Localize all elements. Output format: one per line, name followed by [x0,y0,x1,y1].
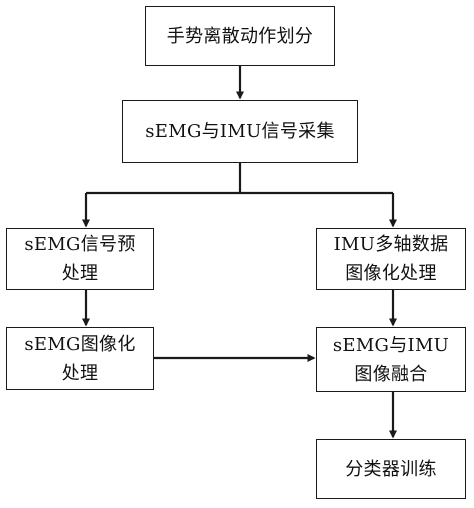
node-fusion: sEMG与IMU 图像融合 [316,327,466,392]
node-acquisition-label: sEMG与IMU信号采集 [145,121,335,142]
node-acquisition: sEMG与IMU信号采集 [122,100,358,163]
node-fusion-label: sEMG与IMU 图像融合 [332,334,450,385]
node-gesture-division: 手势离散动作划分 [145,6,335,66]
node-semg-image-label: sEMG图像化 处理 [24,333,136,384]
node-training-label: 分类器训练 [345,458,437,480]
node-training: 分类器训练 [316,439,466,499]
node-imu-image: IMU多轴数据 图像化处理 [316,228,466,290]
node-gesture-division-label: 手势离散动作划分 [166,25,314,47]
node-semg-preprocess: sEMG信号预 处理 [6,228,154,290]
node-semg-preprocess-label: sEMG信号预 处理 [24,234,136,284]
node-imu-image-label: IMU多轴数据 图像化处理 [333,234,449,284]
node-semg-image: sEMG图像化 处理 [6,327,154,390]
